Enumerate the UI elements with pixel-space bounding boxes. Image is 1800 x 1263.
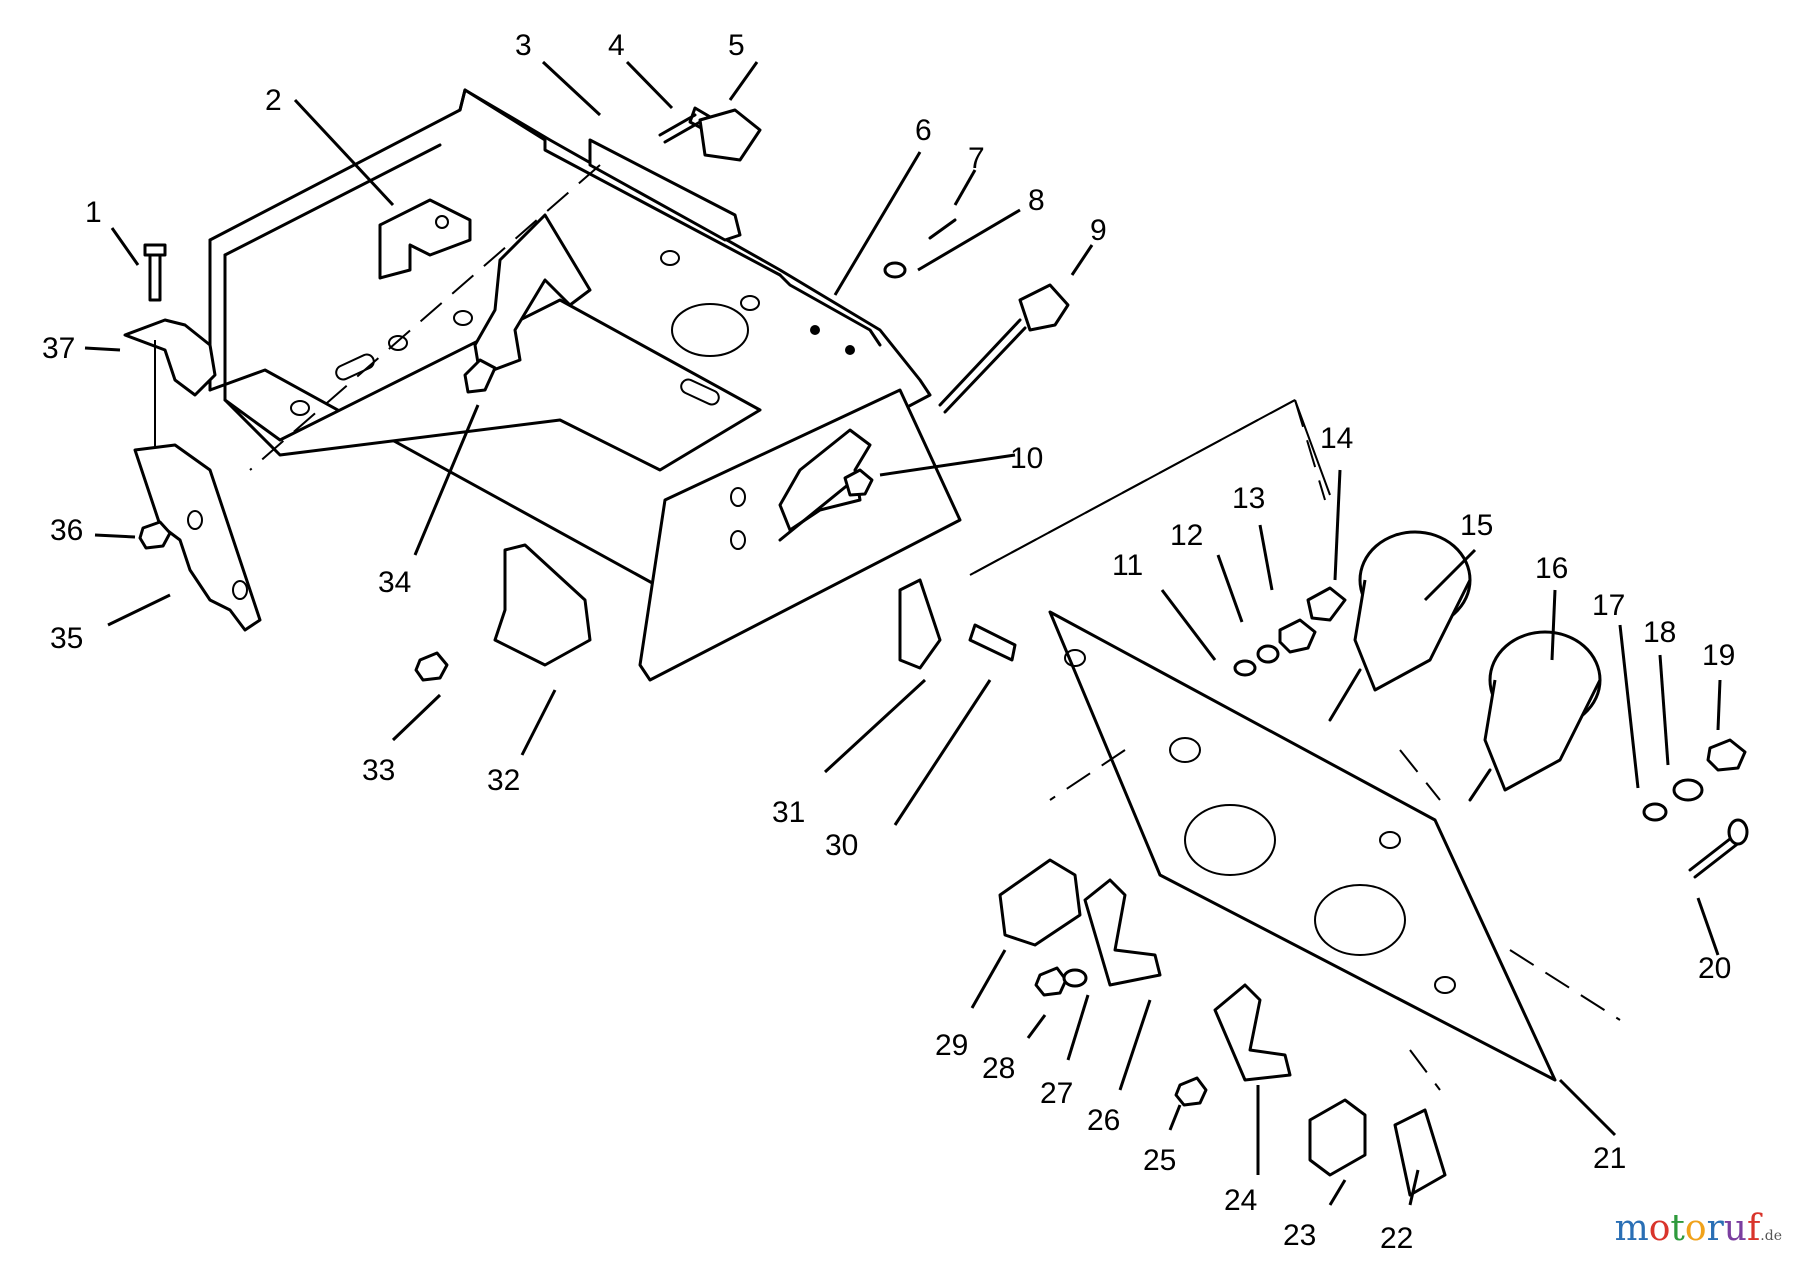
callout-18: 18 [1643, 616, 1676, 649]
part-34-lever [473, 213, 592, 377]
callout-36: 36 [50, 514, 83, 547]
part-15-gauge [1328, 530, 1472, 722]
part-5-knob [698, 108, 762, 162]
part-37-clamp [123, 318, 217, 397]
callout-15: 15 [1460, 509, 1493, 542]
callout-25: 25 [1143, 1144, 1176, 1177]
callout-23: 23 [1283, 1219, 1316, 1252]
callout-1: 1 [85, 196, 102, 229]
part-16-gauge [1468, 630, 1602, 802]
callout-12: 12 [1170, 519, 1203, 552]
callout-11: 11 [1112, 549, 1143, 582]
part-24-bracket [1213, 983, 1292, 1082]
callout-6: 6 [915, 114, 932, 147]
callout-3: 3 [515, 29, 532, 62]
part-33-nut [414, 651, 449, 682]
callout-21: 21 [1593, 1142, 1626, 1175]
part-13-nut [1278, 618, 1317, 654]
part-21-dash-panel [1048, 610, 1557, 1082]
callout-26: 26 [1087, 1104, 1120, 1137]
part-11-washer [1233, 659, 1257, 677]
callout-35: 35 [50, 622, 83, 655]
callout-2: 2 [265, 84, 282, 117]
part-27-washer [1062, 968, 1088, 988]
part-19-nut [1706, 738, 1747, 772]
callout-28: 28 [982, 1052, 1015, 1085]
callout-19: 19 [1702, 639, 1735, 672]
part-32-bracket [493, 543, 592, 667]
callout-29: 29 [935, 1029, 968, 1062]
part-20-bolt [1688, 833, 1742, 879]
part-14-key [1306, 586, 1347, 622]
callout-34: 34 [378, 566, 411, 599]
callout-32: 32 [487, 764, 520, 797]
callout-8: 8 [1028, 184, 1045, 217]
part-26-bracket [1083, 878, 1162, 987]
callout-13: 13 [1232, 482, 1265, 515]
part-18-washer [1672, 778, 1704, 802]
callout-16: 16 [1535, 552, 1568, 585]
callout-31: 31 [772, 796, 805, 829]
watermark-domain: .de [1760, 1228, 1782, 1244]
part-28-nut [1034, 966, 1068, 997]
part-35-plate [133, 443, 262, 632]
part-6-panel [638, 388, 962, 682]
part-23-toggle [1308, 1098, 1367, 1177]
part-31-bracket [898, 578, 942, 670]
callout-30: 30 [825, 829, 858, 862]
callout-labels: 1 2 3 4 5 6 7 8 9 10 11 12 13 14 15 16 1… [42, 29, 1735, 1255]
part-7-pin [928, 218, 957, 240]
part-17-washer [1642, 802, 1668, 822]
callout-37: 37 [42, 332, 75, 365]
part-8-washer [883, 261, 907, 279]
callout-33: 33 [362, 754, 395, 787]
callout-4: 4 [608, 29, 625, 62]
callout-17: 17 [1592, 589, 1625, 622]
part-1-bolt [143, 243, 167, 302]
callout-14: 14 [1320, 422, 1353, 455]
callout-27: 27 [1040, 1077, 1073, 1110]
callout-7: 7 [968, 142, 985, 175]
part-29-ignition [998, 858, 1082, 947]
callout-20: 20 [1698, 952, 1731, 985]
part-12-washer [1256, 644, 1280, 664]
callout-5: 5 [728, 29, 745, 62]
part-36-nut [138, 520, 172, 550]
watermark-brand: motoruf [1614, 1208, 1761, 1249]
callout-leaders [84, 60, 1722, 1206]
part-30-pin [968, 623, 1017, 662]
part-3-rail [588, 138, 742, 242]
part-22-cover [1393, 1108, 1447, 1197]
callout-22: 22 [1380, 1222, 1413, 1255]
part-25-nut [1174, 1076, 1208, 1107]
callout-9: 9 [1090, 214, 1107, 247]
callout-24: 24 [1224, 1184, 1257, 1217]
part-9-choke [938, 318, 1027, 414]
callout-10: 10 [1010, 442, 1043, 475]
watermark-logo: motoruf.de [1615, 1208, 1782, 1249]
